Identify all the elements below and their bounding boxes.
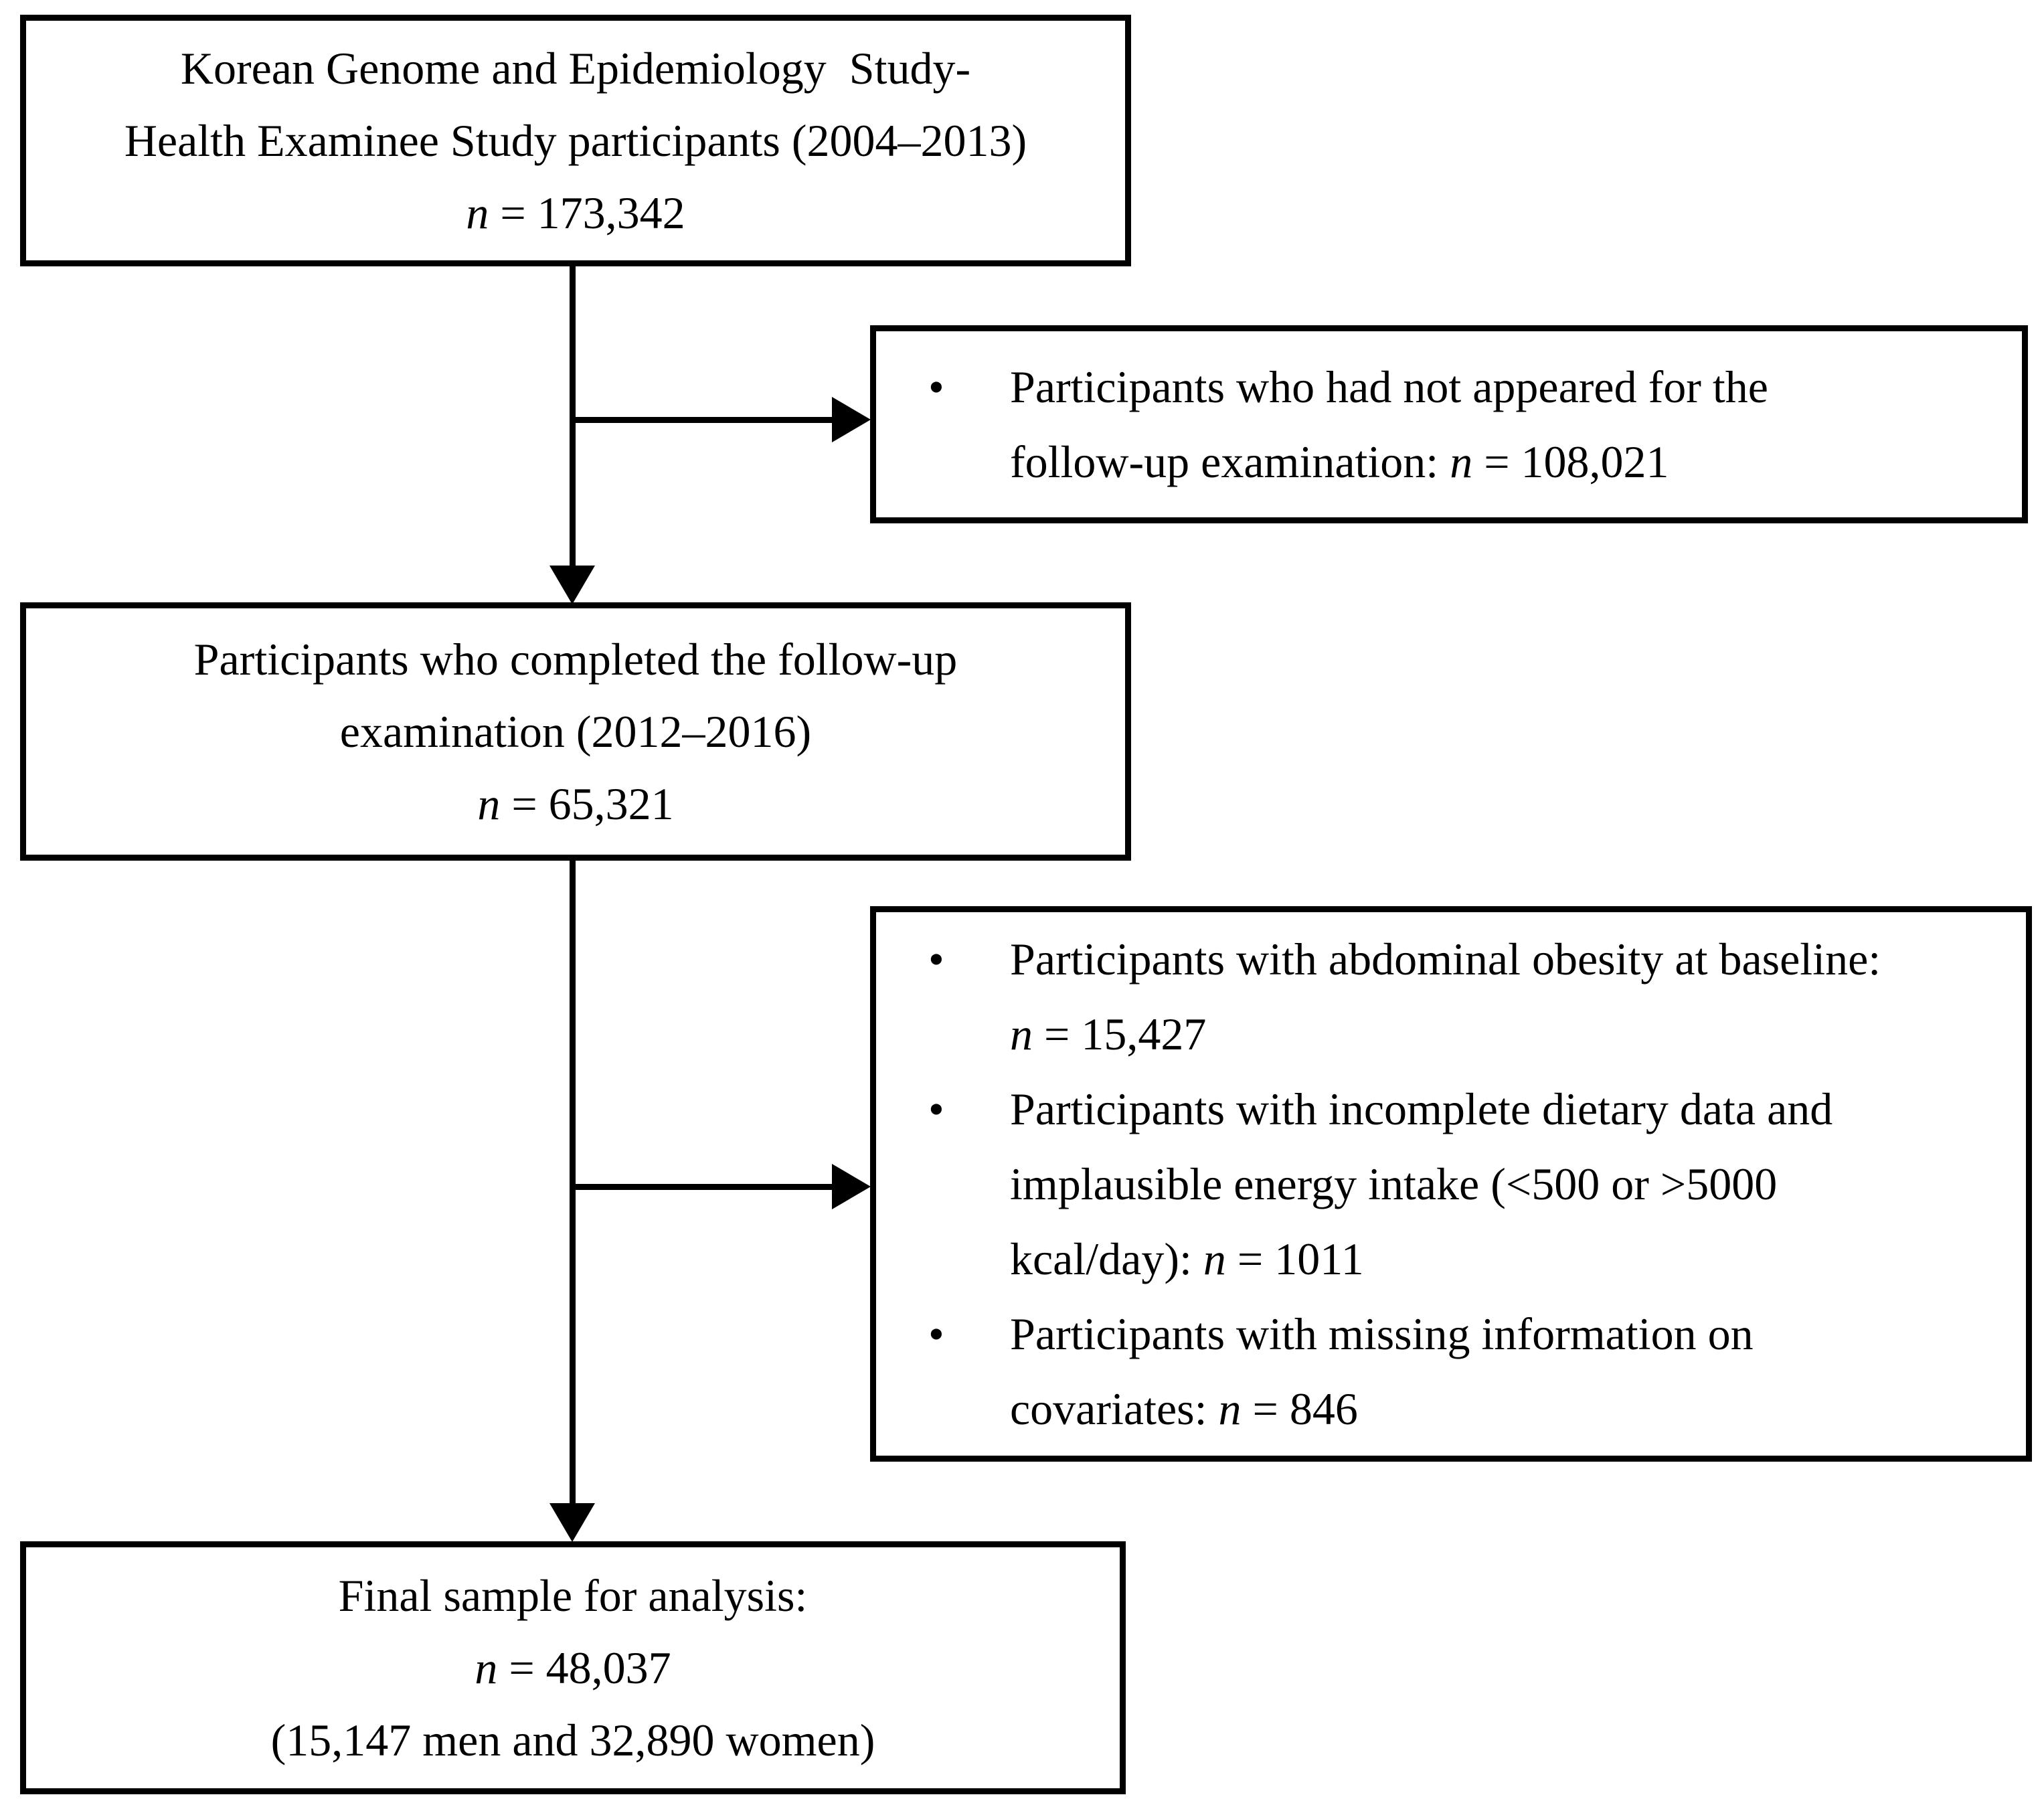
- exclusion-line: Participants with abdominal obesity at b…: [1010, 934, 1881, 984]
- exclusion-line: kcal/day): n = 1011: [1010, 1233, 1364, 1284]
- bullet-icon: •: [928, 361, 944, 412]
- arrowhead-right-icon: [832, 1164, 871, 1209]
- exclusion-item: • Participants with missing information …: [876, 1296, 2026, 1446]
- completed-count: n = 65,321: [477, 778, 674, 829]
- arrowhead-down-icon: [549, 566, 595, 604]
- box-cohort: Korean Genome and Epidemiology Study- He…: [20, 15, 1131, 266]
- exclusion-line: Participants who had not appeared for th…: [1010, 361, 1768, 412]
- final-line-3: (15,147 men and 32,890 women): [270, 1715, 875, 1766]
- cohort-count: n = 173,342: [466, 187, 685, 238]
- exclusion-item: • Participants with incomplete dietary d…: [876, 1071, 2026, 1296]
- completed-line-2: examination (2012–2016): [339, 706, 812, 757]
- connector-branch-to-exclusion-1: [570, 417, 832, 423]
- box-completed-followup: Participants who completed the follow-up…: [20, 602, 1131, 861]
- box-final-sample: Final sample for analysis: n = 48,037 (1…: [20, 1541, 1126, 1794]
- cohort-line-2: Health Examinee Study participants (2004…: [124, 115, 1027, 166]
- exclusion-line: n = 15,427: [1010, 1009, 1207, 1059]
- arrowhead-down-icon: [549, 1503, 595, 1542]
- exclusion-line: follow-up examination: n = 108,021: [1010, 436, 1669, 487]
- box-baseline-exclusions: • Participants with abdominal obesity at…: [870, 906, 2032, 1462]
- exclusion-line: implausible energy intake (<500 or >5000: [1010, 1158, 1778, 1209]
- exclusion-line: covariates: n = 846: [1010, 1383, 1358, 1434]
- final-count: n = 48,037: [475, 1642, 671, 1693]
- bullet-icon: •: [928, 1084, 944, 1134]
- completed-line-1: Participants who completed the follow-up: [193, 634, 958, 685]
- exclusion-item: • Participants who had not appeared for …: [876, 349, 2022, 499]
- final-line-1: Final sample for analysis:: [338, 1570, 808, 1621]
- bullet-icon: •: [928, 1308, 944, 1359]
- connector-completed-to-final: [570, 861, 576, 1504]
- connector-branch-to-exclusion-2: [570, 1184, 832, 1190]
- box-excluded-no-followup: • Participants who had not appeared for …: [870, 325, 2028, 523]
- exclusion-line: Participants with missing information on: [1010, 1308, 1754, 1359]
- cohort-line-1: Korean Genome and Epidemiology Study-: [180, 43, 971, 94]
- bullet-icon: •: [928, 934, 944, 984]
- exclusion-line: Participants with incomplete dietary dat…: [1010, 1084, 1833, 1134]
- arrowhead-right-icon: [832, 397, 871, 442]
- exclusion-item: • Participants with abdominal obesity at…: [876, 922, 2026, 1071]
